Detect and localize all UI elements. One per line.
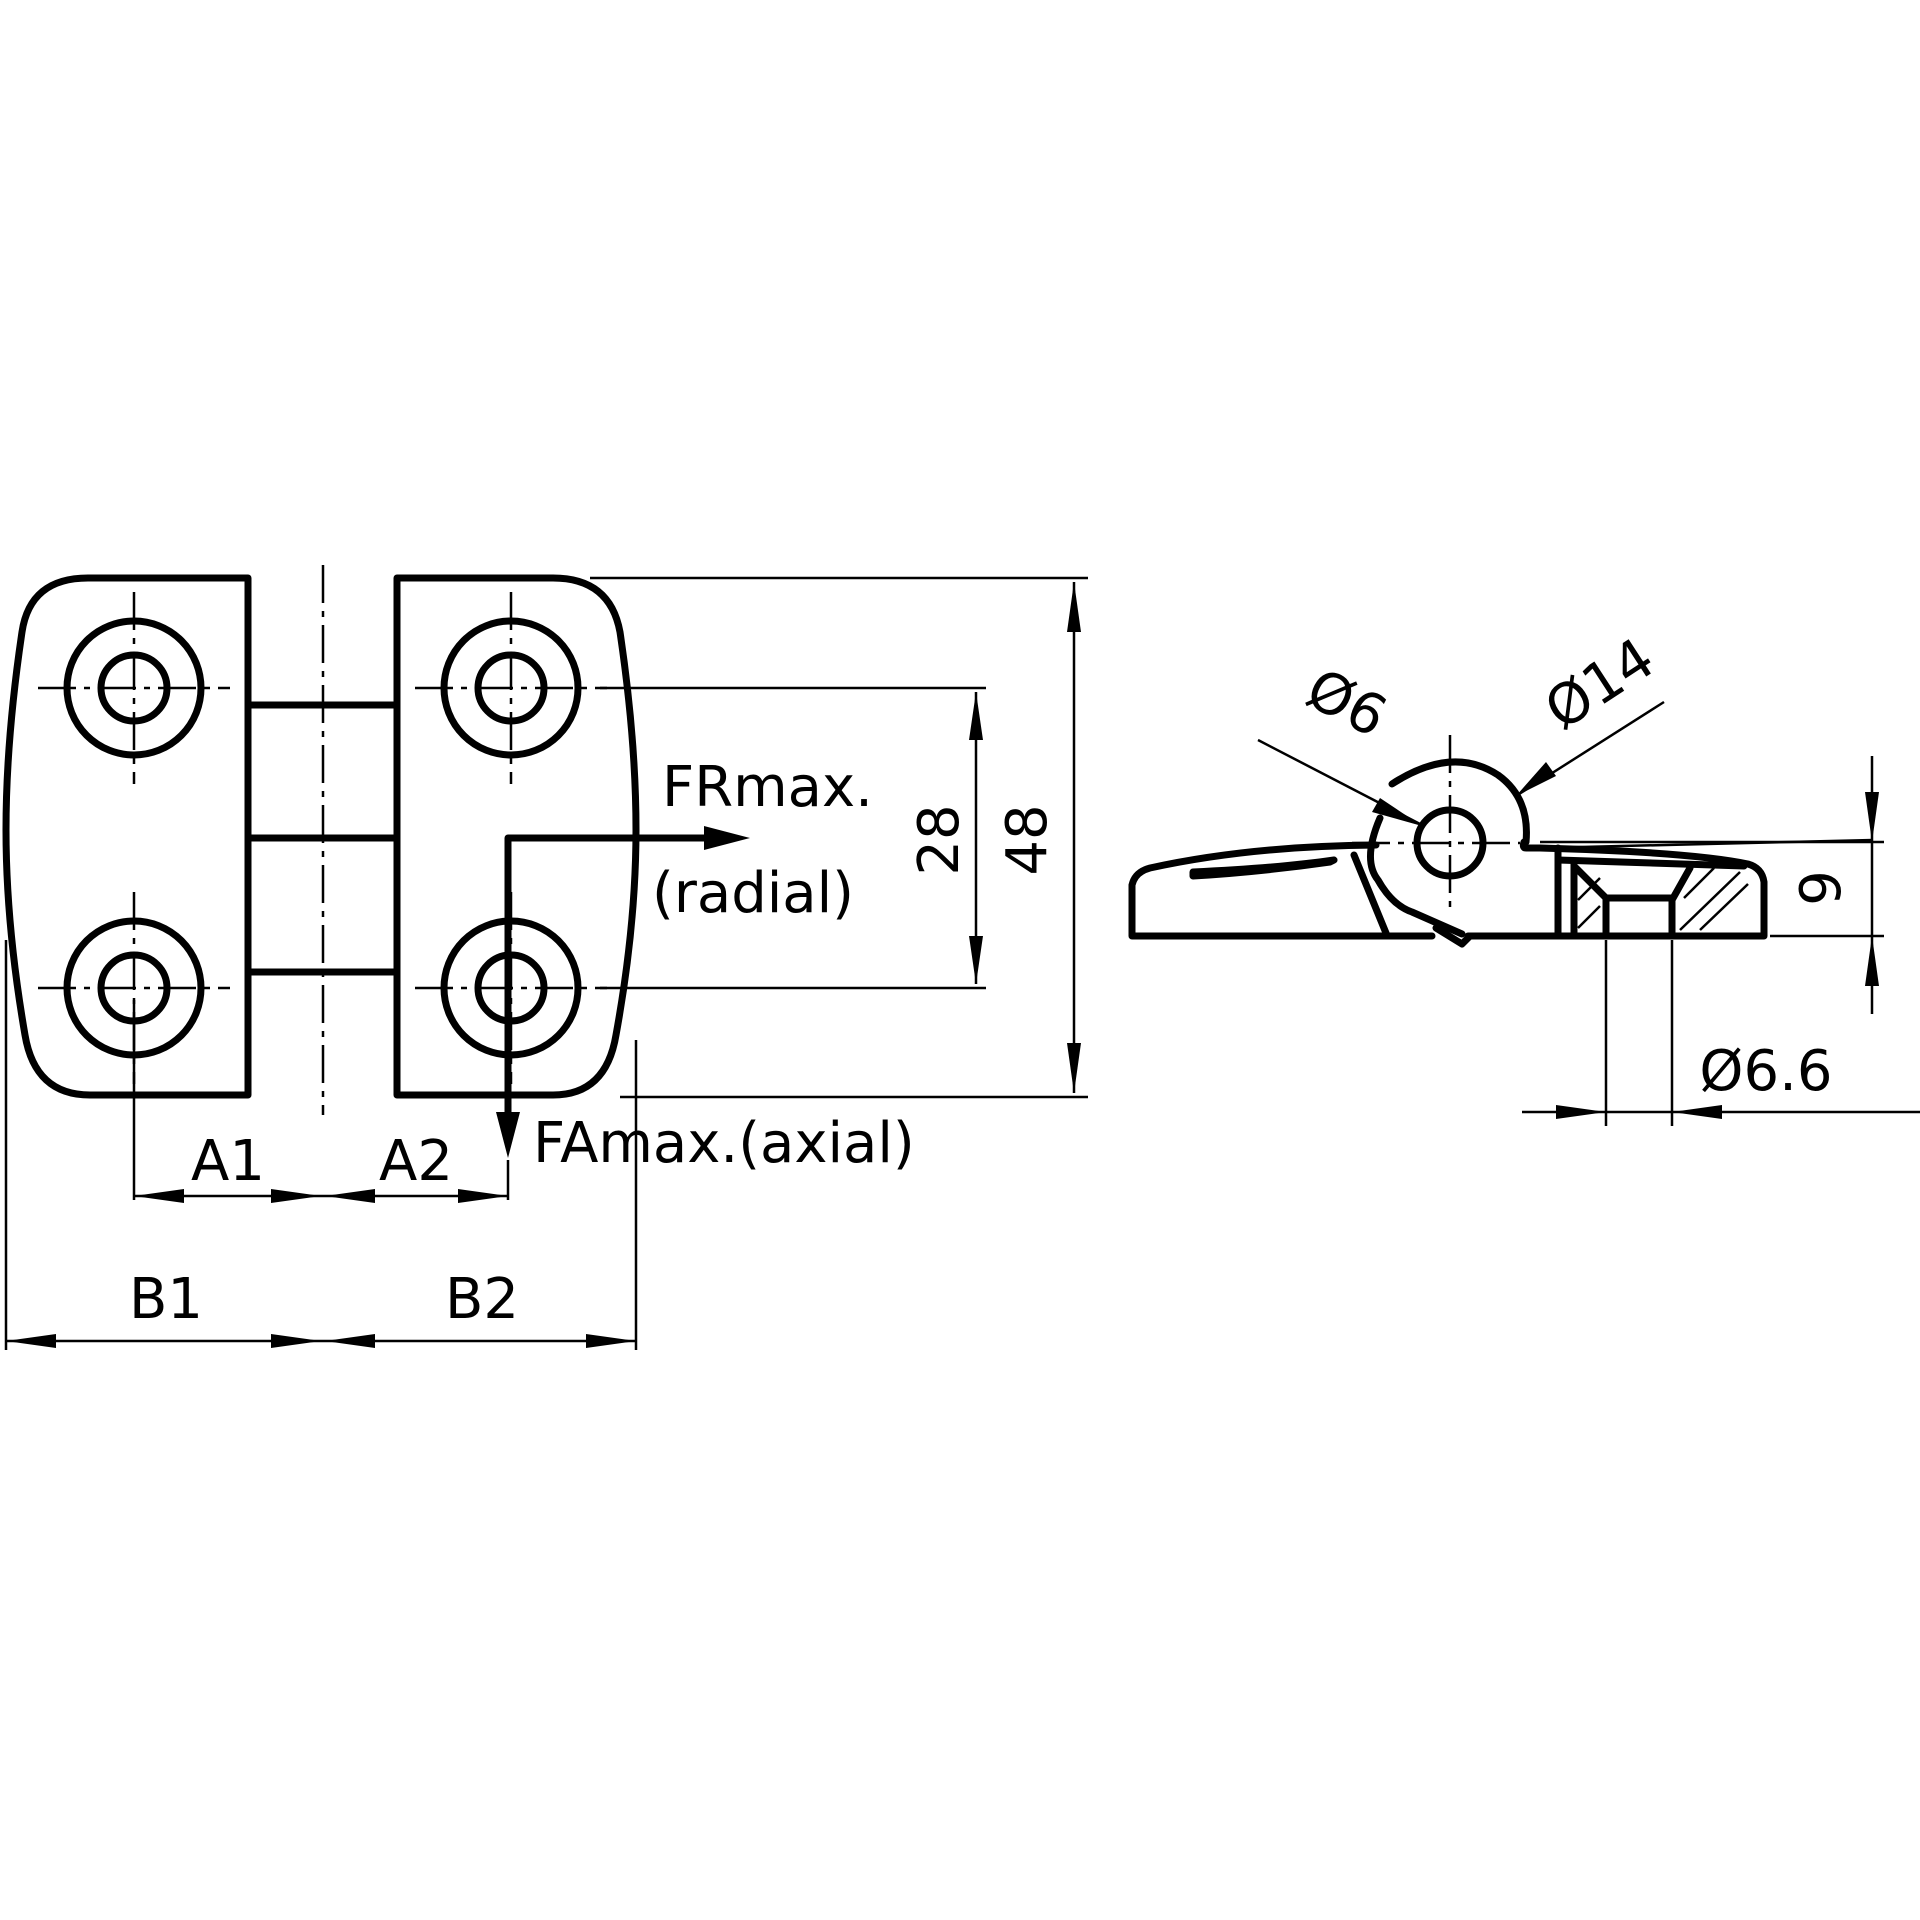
dim-b1-label: B1 <box>129 1267 203 1332</box>
side-left-leaf <box>1128 841 1436 940</box>
dim-48-label: 48 <box>995 804 1060 875</box>
side-right-leaf <box>1464 838 1768 940</box>
side-knuckle <box>1388 758 1530 846</box>
left-leaf-outline <box>2 574 252 1099</box>
side-dimensions <box>1257 700 1920 1126</box>
fa-label: FAmax.(axial) <box>533 1111 915 1176</box>
fr-arrowhead <box>704 826 750 850</box>
fr-label-line1: FRmax. <box>662 755 873 820</box>
front-dimensions <box>4 576 1088 1350</box>
dim-a1-label: A1 <box>191 1129 265 1194</box>
dim-a2-label: A2 <box>379 1129 453 1194</box>
dia-14-label: Ø14 <box>1534 626 1666 743</box>
front-view <box>2 565 750 1158</box>
fa-arrowhead <box>496 1112 520 1158</box>
side-view <box>1128 735 1874 948</box>
dim-b2-label: B2 <box>445 1267 519 1332</box>
dim-9-label: 9 <box>1789 870 1854 906</box>
fr-label-line2: (radial) <box>652 861 854 926</box>
right-leaf-outline <box>393 574 640 1099</box>
hole-top-right <box>415 592 607 784</box>
hole-top-left <box>38 592 230 784</box>
dia-6-6-label: Ø6.6 <box>1699 1039 1832 1104</box>
dim-28-label: 28 <box>907 804 972 875</box>
force-path <box>504 834 716 1124</box>
dia-6-label: Ø6 <box>1296 656 1397 750</box>
